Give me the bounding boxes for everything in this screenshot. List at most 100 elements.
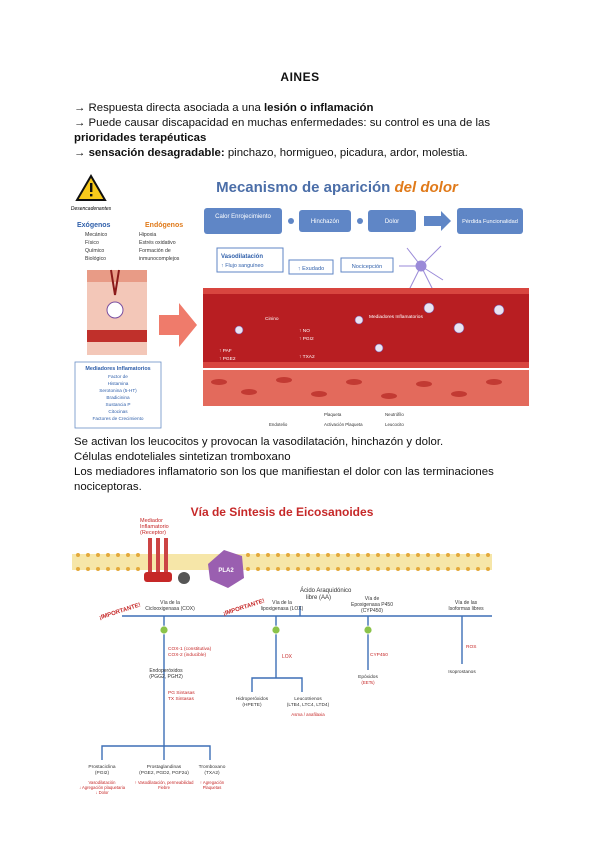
receptor-illustration <box>144 538 190 584</box>
para2-line-3: Los mediadores inflamatorio son los que … <box>74 466 494 493</box>
endogenos-list: Hipoxia Estrés oxidativo Formación de in… <box>139 232 180 262</box>
leucotrienos-label: Leucotrienos(LTB4, LTC4, LTD4) <box>287 696 330 708</box>
ros-label: ROS <box>466 644 476 650</box>
svg-text:Vasodilatación↓ Agregación pla: Vasodilatación↓ Agregación plaquetaria↓ … <box>79 780 126 795</box>
svg-text:Hinchazón: Hinchazón <box>311 219 339 225</box>
vaso-title: Vasodilatación <box>221 254 263 260</box>
figure1-title: Mecanismo de aparición del dolor <box>216 179 459 196</box>
blood-vessel <box>203 288 529 368</box>
junction-icons <box>159 625 373 635</box>
lox-label: LOX <box>282 654 293 660</box>
intro-line-3: → sensación desagradable: pinchazo, horm… <box>74 147 468 159</box>
isoprostanos-label: Isoprostanos <box>448 669 476 675</box>
svg-text:↑ NO: ↑ NO <box>299 328 310 334</box>
svg-text:Formación de: Formación de <box>139 248 171 254</box>
para2-line-1: Se activan los leucocitos y provocan la … <box>74 436 444 448</box>
exudado-label: ↑ Exudado <box>298 266 324 272</box>
hpete-label: Hidroperóxidos(HPETE) <box>236 696 269 708</box>
endogenos-title: Endógenos <box>145 222 183 229</box>
svg-text:Sustancia P: Sustancia P <box>105 402 130 407</box>
svg-text:Tromboxano(TXA2): Tromboxano(TXA2) <box>199 764 226 776</box>
svg-text:Cinino: Cinino <box>265 316 279 322</box>
cell-membrane <box>72 553 492 571</box>
mediadores-box <box>74 361 162 429</box>
cox-enzymes: COX-1 (constitutiva)COX-2 (inducible) <box>168 646 212 658</box>
svg-text:Plaqueta: Plaqueta <box>324 412 342 417</box>
svg-text:Prostaciclina(PGI2): Prostaciclina(PGI2) <box>88 764 116 776</box>
svg-text:Factores de Crecimiento: Factores de Crecimiento <box>92 416 143 421</box>
mediadores-title: Mediadores Inflamatorios <box>85 366 150 372</box>
intro-line-1: → Respuesta directa asociada a una lesió… <box>74 102 374 114</box>
epoxidos-label: Epóxidos(EETs) <box>358 674 378 685</box>
vaso-sub: ↑ Flujo sanguíneo <box>221 263 264 269</box>
warning-icon <box>75 174 107 201</box>
svg-text:Bradicinina: Bradicinina <box>106 395 130 400</box>
vessel-labels: Cinino ↑ NO ↑ PGI2 Mediadores Inflamator… <box>219 314 423 362</box>
warning-label: Desencadenantes <box>71 206 112 212</box>
svg-text:Físico: Físico <box>85 240 99 246</box>
svg-text:PLA2: PLA2 <box>218 568 234 574</box>
svg-text:Histamina: Histamina <box>108 381 129 386</box>
svg-text:Endotelio: Endotelio <box>269 422 288 427</box>
svg-text:Calor Enrojecimiento: Calor Enrojecimiento <box>215 214 271 220</box>
page-title: AINES <box>280 70 320 84</box>
svg-text:Biológico: Biológico <box>85 256 106 262</box>
svg-text:Hipoxia: Hipoxia <box>139 232 156 238</box>
intro-paragraph: → Respuesta directa asociada a una lesió… <box>74 101 544 161</box>
svg-text:Prostaglandinas(PGE2, PGD2, PG: Prostaglandinas(PGE2, PGD2, PGF2α) <box>139 764 189 776</box>
exogenos-list: Mecánico Físico Químico Biológico <box>85 232 107 262</box>
cox-products: Prostaciclina(PGI2) Vasodilatación↓ Agre… <box>79 764 226 795</box>
svg-text:↑ TXA2: ↑ TXA2 <box>299 354 315 360</box>
svg-text:Factor de: Factor de <box>108 374 128 379</box>
svg-text:Químico: Químico <box>85 248 104 254</box>
cyp-label: CYP450 <box>370 652 388 658</box>
erythrocyte-layer <box>203 370 529 406</box>
nocicepcion-box <box>340 257 394 273</box>
exogenos-title: Exógenos <box>77 222 111 229</box>
eicosanoid-pathway-figure: Vía de Síntesis de Eicosanoides Mediador… <box>62 498 502 818</box>
neuron-illustration <box>399 245 444 295</box>
leucotrienos-note: Asma / anafilaxia <box>291 712 325 717</box>
tissue-illustration <box>87 269 147 355</box>
svg-text:Mecánico: Mecánico <box>85 232 107 238</box>
pathway-lines <box>101 606 492 760</box>
pain-mechanism-figure: Mecanismo de aparición del dolor Desenca… <box>69 170 529 432</box>
svg-text:Mediadores Inflamatorios: Mediadores Inflamatorios <box>369 314 423 320</box>
vasodilatacion-box <box>216 247 284 273</box>
svg-text:Estrés oxidativo: Estrés oxidativo <box>139 240 176 246</box>
second-paragraph: Se activan los leucocitos y provocan la … <box>74 435 544 495</box>
pla2-enzyme: PLA2 <box>208 550 244 588</box>
svg-text:Serotonina (5-HT): Serotonina (5-HT) <box>99 388 137 393</box>
figure1-legend: Plaqueta Neutrófilo Endotelio Activación… <box>269 412 404 427</box>
endoperoxidos-label: Endoperóxidos(PGG2, PGH2) <box>149 668 183 680</box>
svg-text:Neutrófilo: Neutrófilo <box>385 412 404 417</box>
svg-text:↑ PGI2: ↑ PGI2 <box>299 336 314 342</box>
svg-text:Dolor: Dolor <box>385 219 399 225</box>
flow-boxes: Calor Enrojecimiento Hinchazón Dolor Pér… <box>204 208 523 234</box>
svg-text:↑ PGE2: ↑ PGE2 <box>219 356 236 362</box>
para2-line-2: Células endoteliales sintetizan tromboxa… <box>74 451 291 463</box>
leukocytes <box>234 302 505 353</box>
nocicepcion-label: Nocicepción <box>352 264 382 270</box>
mediadores-list: Factor de Histamina Serotonina (5-HT) Br… <box>92 374 143 421</box>
svg-text:Activación Plaqueta: Activación Plaqueta <box>324 422 363 427</box>
exudado-box <box>288 259 334 275</box>
svg-text:Citocinas: Citocinas <box>108 409 128 414</box>
svg-text:inmunocomplejos: inmunocomplejos <box>139 256 180 262</box>
intro-line-2: → Puede causar discapacidad en muchas en… <box>74 117 491 144</box>
red-arrow-icon <box>159 303 197 347</box>
figure2-title: Vía de Síntesis de Eicosanoides <box>191 505 374 519</box>
svg-text:Leucocito: Leucocito <box>385 422 404 427</box>
svg-text:Pérdida Funcionalidad: Pérdida Funcionalidad <box>462 219 518 225</box>
svg-text:↑ PAF: ↑ PAF <box>219 348 232 354</box>
